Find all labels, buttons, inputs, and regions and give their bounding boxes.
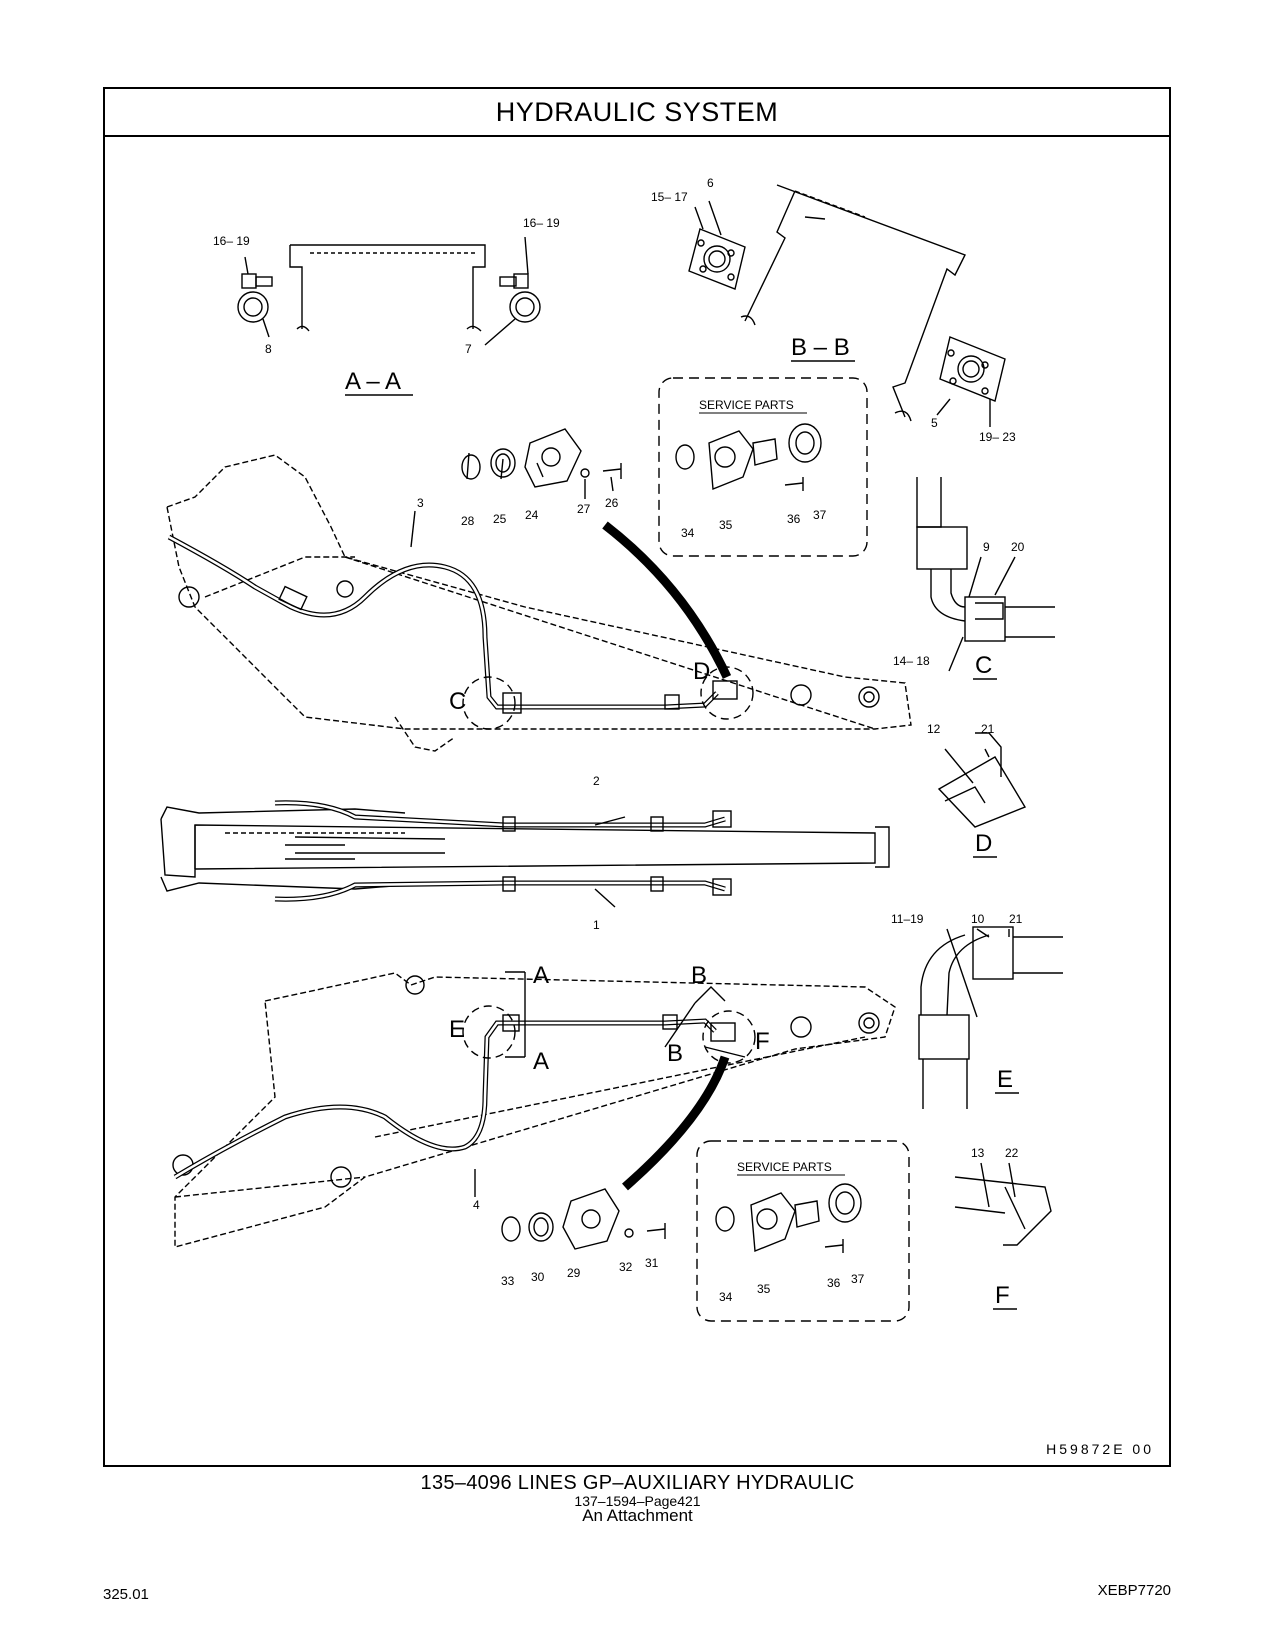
- callout-35-a: 35: [719, 518, 733, 532]
- service-parts-box-1: [658, 377, 868, 557]
- callout-16-19-b: 16– 19: [523, 216, 560, 230]
- section-lines: [505, 971, 746, 1058]
- service-parts-label-2: SERVICE PARTS: [737, 1160, 832, 1174]
- pointer-arrow-1: [602, 521, 732, 679]
- callout-37-b: 37: [851, 1272, 865, 1286]
- callout-26: 26: [605, 496, 619, 510]
- callout-29: 29: [567, 1266, 581, 1280]
- view-marker-a-top: A: [533, 962, 549, 989]
- view-e-circle: [462, 1005, 516, 1059]
- callout-4: 4: [473, 1198, 480, 1212]
- callout-34-a: 34: [681, 526, 695, 540]
- hoses-1-2: [274, 800, 732, 902]
- callout-27: 27: [577, 502, 591, 516]
- view-marker-c: C: [449, 688, 466, 715]
- callout-1: 1: [593, 918, 600, 932]
- view-marker-f: F: [755, 1028, 770, 1055]
- callout-11-19: 11–19: [891, 912, 924, 926]
- drawing-reference: H59872E 00: [1046, 1441, 1154, 1457]
- section-label-bb: B – B: [791, 334, 850, 361]
- caption-part-title: 135–4096 LINES GP–AUXILIARY HYDRAULIC: [420, 1472, 855, 1494]
- callout-8: 8: [265, 342, 272, 356]
- callout-36-b: 36: [827, 1276, 841, 1290]
- detail-f-drawing: [954, 1176, 1052, 1246]
- view-marker-d: D: [693, 658, 710, 685]
- service-parts-1-items: [675, 423, 822, 491]
- leader-lines: [410, 452, 1016, 1208]
- callout-21-b: 21: [1009, 912, 1023, 926]
- caption-attachment: An Attachment: [582, 1506, 693, 1525]
- view-aa-drawing: [237, 236, 541, 346]
- callout-13: 13: [971, 1146, 985, 1160]
- hose-4: [173, 1014, 736, 1180]
- detail-e-drawing: [918, 926, 1063, 1109]
- drawing-frame: HYDRAULIC SYSTEM: [103, 87, 1171, 1467]
- hydraulic-diagram: 16– 19 16– 19 8 7 15– 17 6 5 19– 23 3 28…: [160, 176, 1063, 1322]
- callout-31: 31: [645, 1256, 659, 1270]
- callout-33: 33: [501, 1274, 515, 1288]
- section-underlines: [345, 360, 1019, 1310]
- callout-3: 3: [417, 496, 424, 510]
- view-bb-drawing: [688, 184, 1006, 427]
- page-title: HYDRAULIC SYSTEM: [495, 97, 779, 127]
- callout-9: 9: [983, 540, 990, 554]
- callout-30: 30: [531, 1270, 545, 1284]
- caption-page-ref: 137–1594–Page421: [574, 1493, 701, 1509]
- view-marker-e: E: [449, 1016, 465, 1043]
- callout-19-23: 19– 23: [979, 430, 1016, 444]
- callout-28: 28: [461, 514, 475, 528]
- view-marker-b-bottom: B: [667, 1040, 683, 1067]
- callout-10: 10: [971, 912, 985, 926]
- exploded-parts-2: [501, 1188, 666, 1250]
- callout-20: 20: [1011, 540, 1025, 554]
- footer-doc-number: XEBP7720: [1097, 1582, 1171, 1599]
- detail-c-drawing: [916, 477, 1055, 642]
- boom-top-view: [160, 806, 890, 892]
- boom-side-view-top: [166, 454, 912, 752]
- detail-label-d: D: [975, 830, 992, 857]
- detail-d-drawing: [937, 732, 1027, 828]
- service-parts-box-2: [696, 1140, 910, 1322]
- callout-34-b: 34: [719, 1290, 733, 1304]
- detail-label-f: F: [995, 1282, 1010, 1309]
- callout-16-19-a: 16– 19: [213, 234, 250, 248]
- boom-side-holes-bottom: [172, 975, 880, 1188]
- callout-24: 24: [525, 508, 539, 522]
- service-parts-2-items: [715, 1183, 862, 1253]
- view-f-circle: [702, 1010, 756, 1064]
- callout-22: 22: [1005, 1146, 1019, 1160]
- callout-32: 32: [619, 1260, 633, 1274]
- callout-36-a: 36: [787, 512, 801, 526]
- boom-side-holes-top: [178, 580, 880, 708]
- callout-37-a: 37: [813, 508, 827, 522]
- callout-6: 6: [707, 176, 714, 190]
- callout-12: 12: [927, 722, 941, 736]
- callout-14-18: 14– 18: [893, 654, 930, 668]
- view-marker-b-top: B: [691, 962, 707, 989]
- view-c-circle: [462, 676, 516, 730]
- callout-2: 2: [593, 774, 600, 788]
- pointer-arrow-2: [622, 1055, 730, 1191]
- footer-section-number: 325.01: [103, 1586, 149, 1603]
- callout-7: 7: [465, 342, 472, 356]
- view-marker-a-bottom: A: [533, 1048, 549, 1075]
- exploded-parts-1: [461, 428, 622, 488]
- detail-label-c: C: [975, 652, 992, 679]
- callout-21-a: 21: [981, 722, 995, 736]
- detail-label-e: E: [997, 1066, 1013, 1093]
- boom-side-view-bottom: [174, 972, 896, 1248]
- title-bar: HYDRAULIC SYSTEM: [105, 89, 1169, 137]
- section-label-aa: A – A: [345, 368, 401, 395]
- callout-35-b: 35: [757, 1282, 771, 1296]
- service-parts-label-1: SERVICE PARTS: [699, 398, 794, 412]
- callout-15-17: 15– 17: [651, 190, 688, 204]
- callout-5: 5: [931, 416, 938, 430]
- callout-25: 25: [493, 512, 507, 526]
- hose-3: [167, 534, 738, 714]
